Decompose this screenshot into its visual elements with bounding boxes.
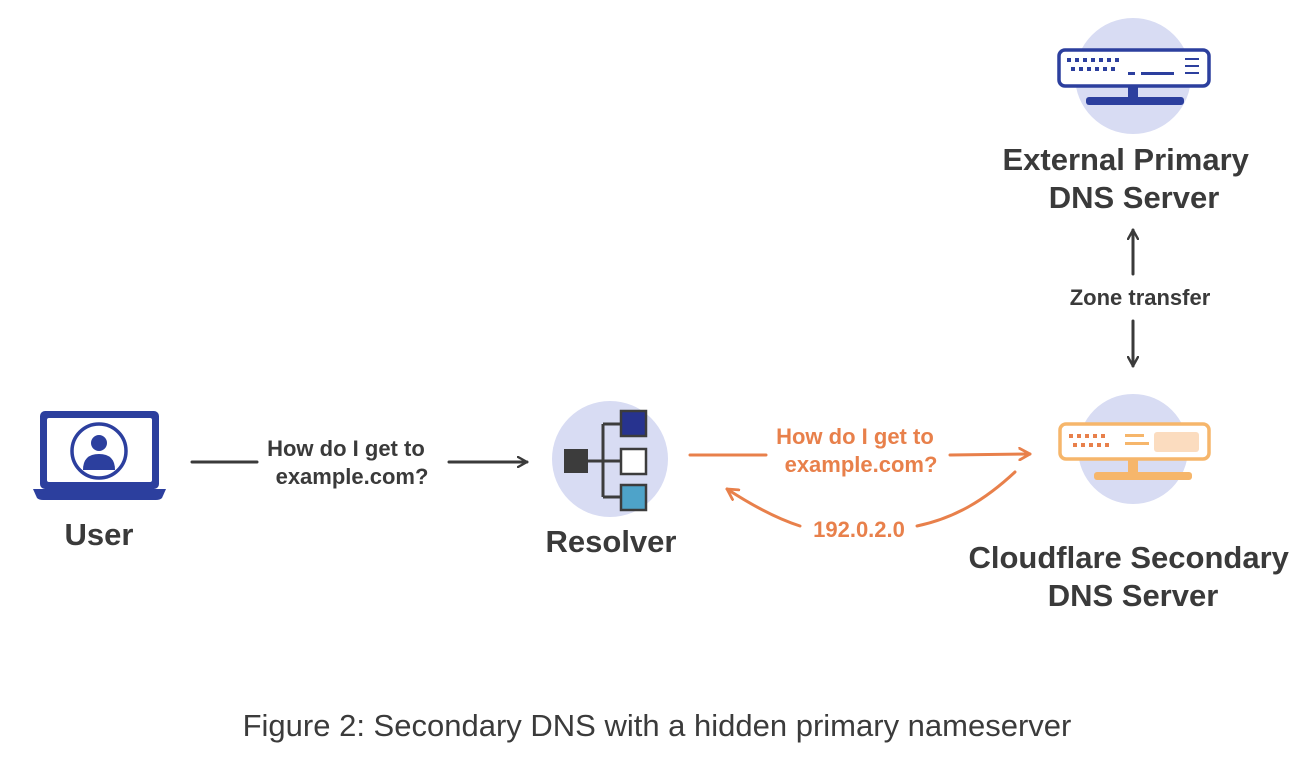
edge-secondary-to-resolver-label: 192.0.2.0	[813, 517, 905, 542]
edge-resolver-to-secondary-label: How do I get to example.com?	[776, 424, 940, 477]
primary-server-icon	[1057, 18, 1211, 134]
edge-resolver-to-secondary-label-line1: How do I get to	[776, 424, 934, 449]
secondary-server-label: Cloudflare Secondary DNS Server	[968, 540, 1297, 613]
edge-zone-transfer: Zone transfer	[1070, 228, 1211, 368]
edge-secondary-to-resolver-curve-left	[725, 487, 802, 528]
primary-server-label-line1: External Primary	[1002, 142, 1249, 177]
edge-resolver-to-secondary-label-line2: example.com?	[785, 452, 938, 477]
edge-resolver-to-secondary: How do I get to example.com?	[688, 424, 1032, 477]
user-node: User	[33, 411, 166, 552]
edge-user-to-resolver-label-line1: How do I get to	[267, 436, 425, 461]
primary-server-label-line2: DNS Server	[1049, 180, 1220, 215]
edge-user-to-resolver-label-line2: example.com?	[276, 464, 429, 489]
edge-user-to-resolver-label: How do I get to example.com?	[267, 436, 431, 489]
laptop-user-icon	[33, 411, 166, 500]
edge-zone-transfer-label: Zone transfer	[1070, 285, 1211, 310]
edge-secondary-to-resolver: 192.0.2.0	[725, 470, 1017, 542]
edge-user-to-resolver: How do I get to example.com?	[190, 436, 529, 489]
primary-server-label: External Primary DNS Server	[1002, 142, 1257, 215]
resolver-label: Resolver	[546, 524, 677, 559]
secondary-server-label-line1: Cloudflare Secondary	[968, 540, 1289, 575]
edge-resolver-to-secondary-line-right	[948, 454, 1032, 455]
secondary-server-icon	[1058, 394, 1211, 504]
secondary-server-label-line2: DNS Server	[1048, 578, 1219, 613]
user-label: User	[65, 517, 134, 552]
resolver-node: Resolver	[546, 401, 677, 559]
secondary-server-node: Cloudflare Secondary DNS Server	[968, 394, 1297, 613]
edge-secondary-to-resolver-curve-right	[915, 470, 1017, 528]
figure-caption: Figure 2: Secondary DNS with a hidden pr…	[242, 708, 1072, 743]
primary-server-node: External Primary DNS Server	[1002, 18, 1257, 215]
resolver-tree-icon	[552, 401, 668, 517]
